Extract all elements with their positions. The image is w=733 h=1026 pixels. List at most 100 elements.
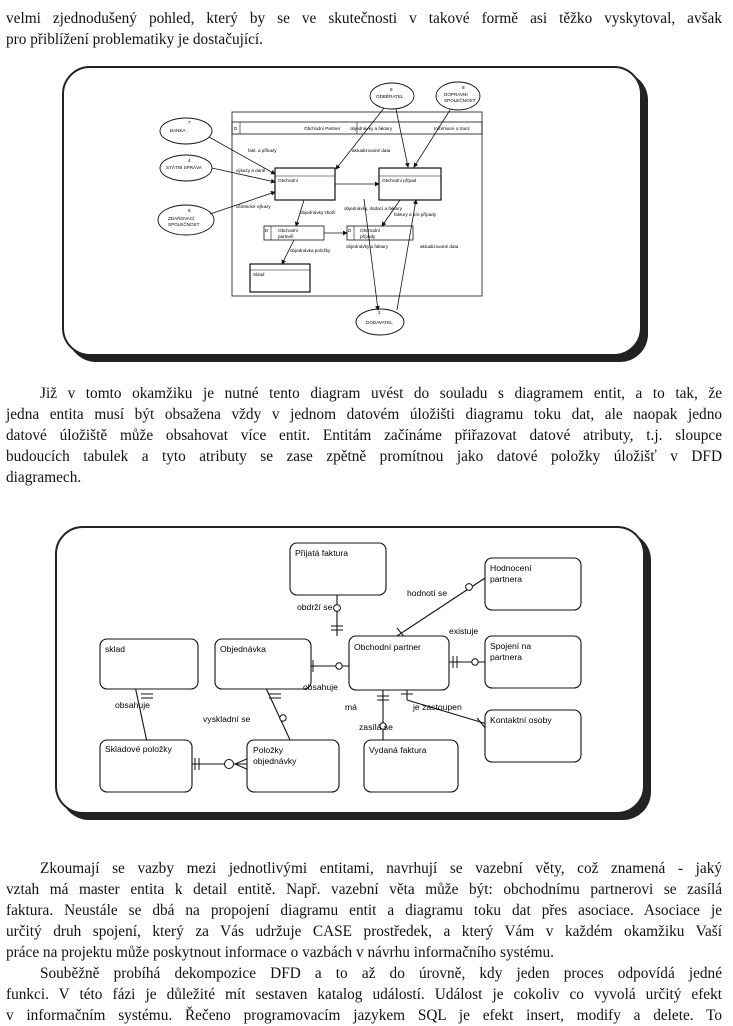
store-name: Obchodní Partner xyxy=(304,126,341,131)
svg-text:Kontaktní osoby: Kontaktní osoby xyxy=(490,715,552,725)
flow-label: fakt. a příkazy xyxy=(248,148,277,153)
entity: Přijatá faktura xyxy=(289,542,387,596)
entity: Položky objednávky xyxy=(246,739,340,793)
text-line: diagramech. xyxy=(6,469,82,486)
entity: sklad xyxy=(99,638,199,690)
svg-text:BANKA: BANKA xyxy=(170,128,187,133)
external-entity: 7 BANKA xyxy=(159,117,213,145)
svg-text:Skladové položky: Skladové položky xyxy=(105,744,173,754)
data-flows xyxy=(208,107,451,311)
entity: Objednávka xyxy=(214,638,312,690)
text-line: Zkoumají se vazby mezi jednotlivými enti… xyxy=(40,860,722,877)
svg-text:partnera: partnera xyxy=(490,574,522,584)
flow-label: aktualizované data xyxy=(352,148,391,153)
text-line: Souběžně probíhá dekompozice DFD a to až… xyxy=(40,965,722,982)
entity: Hodnocení partnera xyxy=(484,557,582,611)
svg-text:DOPRAVNÍ: DOPRAVNÍ xyxy=(444,91,468,97)
external-entity: 2 DODAVATEL xyxy=(355,308,405,336)
entity: Skladové položky xyxy=(99,739,193,793)
text-line: práce na projektu může poskytnout inform… xyxy=(6,944,554,961)
flow-label: faktury a pro případy xyxy=(394,212,437,217)
paragraph-entities: Již v tomto okamžiku je nutné tento diag… xyxy=(6,383,722,488)
paragraph-intro: velmi zjednodušený pohled, který by se v… xyxy=(6,8,722,50)
svg-text:partneři: partneři xyxy=(278,234,294,239)
entity: Kontaktní osoby xyxy=(484,709,582,763)
svg-text:9: 9 xyxy=(390,87,393,92)
erd-diagram: Přijatá faktura Hodnocení partnera sklad… xyxy=(99,542,582,793)
relation-label: obsahuje xyxy=(303,682,338,692)
relation-label: obdrží se xyxy=(297,602,333,612)
flow-label: objednávky zboží xyxy=(300,210,336,215)
data-store: D Obchodní případy xyxy=(346,225,414,241)
svg-text:DODAVATEL: DODAVATEL xyxy=(366,320,393,325)
text-line: v informačním systému. Řečeno programova… xyxy=(6,1007,722,1024)
svg-text:Objednávka: Objednávka xyxy=(220,644,266,654)
paragraph-decomposition: Souběžně probíhá dekompozice DFD a to až… xyxy=(6,963,722,1026)
text-line: Již v tomto okamžiku je nutné tento diag… xyxy=(40,385,722,402)
svg-text:SPOLEČNOST: SPOLEČNOST xyxy=(168,221,200,227)
svg-text:Obchodní případ: Obchodní případ xyxy=(382,178,417,183)
svg-text:Přijatá faktura: Přijatá faktura xyxy=(295,548,348,558)
svg-text:Vydaná faktura: Vydaná faktura xyxy=(369,745,427,755)
relation-label: existuje xyxy=(449,626,478,636)
flow-label: aktualizované data xyxy=(420,244,459,249)
svg-text:7: 7 xyxy=(188,120,191,125)
svg-text:Spojení na: Spojení na xyxy=(490,641,531,651)
entity: Spojení na partnera xyxy=(484,635,582,689)
text-line: velmi zjednodušený pohled, který by se v… xyxy=(6,10,722,27)
svg-text:SPOLEČNOST: SPOLEČNOST xyxy=(444,97,476,103)
text-line: jedna entita musí být obsažena vždy v je… xyxy=(6,406,722,423)
relation-label: obsahuje xyxy=(115,700,150,710)
erd-diagram-frame: Přijatá faktura Hodnocení partnera sklad… xyxy=(55,526,645,814)
paragraph-relations: Zkoumají se vazby mezi jednotlivými enti… xyxy=(6,858,722,963)
text-line: budoucích tabulek a tyto atributy se zas… xyxy=(6,448,722,465)
svg-text:případy: případy xyxy=(360,234,376,239)
relation-label: vyskladní se xyxy=(203,714,251,724)
flow-label: objednávka položky xyxy=(290,248,331,253)
svg-text:4: 4 xyxy=(188,158,191,163)
process-box: Sklad xyxy=(249,263,311,293)
flow-label: výkazy a daně xyxy=(236,168,266,173)
entity: Obchodní partner xyxy=(348,635,450,691)
svg-text:Hodnocení: Hodnocení xyxy=(490,563,532,573)
svg-text:6: 6 xyxy=(188,208,191,213)
svg-text:Obchodní: Obchodní xyxy=(278,228,299,233)
svg-text:Položky: Položky xyxy=(253,745,284,755)
store-name: Informace o tranz xyxy=(434,126,470,131)
svg-text:STÁTNÍ SPRÁVA: STÁTNÍ SPRÁVA xyxy=(166,164,203,170)
svg-text:D: D xyxy=(265,228,269,233)
flow-label: objednávky a faktury xyxy=(346,244,389,249)
text-line: vztah má master entita k detail entitě. … xyxy=(6,881,722,898)
svg-text:2: 2 xyxy=(378,310,381,315)
external-entity: 4 STÁTNÍ SPRÁVA xyxy=(159,154,213,182)
svg-text:Obchodní partner: Obchodní partner xyxy=(354,642,421,652)
data-store: D Obchodní partneři xyxy=(263,225,325,241)
process-box: Obchodní xyxy=(274,167,336,201)
external-entity: 9 ODBĚRATEL xyxy=(369,82,415,110)
relation-label: má xyxy=(345,702,357,712)
external-entity: 8 DOPRAVNÍ SPOLEČNOST xyxy=(435,81,481,111)
text-line: datové úložiště může obsahovat více enti… xyxy=(6,427,722,444)
text-line: funkci. V této fázi je důležité mít sest… xyxy=(6,986,722,1003)
svg-text:ZDAŇOVACÍ: ZDAŇOVACÍ xyxy=(168,215,195,221)
svg-text:D: D xyxy=(348,228,352,233)
svg-text:objednávky: objednávky xyxy=(253,756,297,766)
svg-text:partnera: partnera xyxy=(490,652,522,662)
process-box: Obchodní případ xyxy=(378,167,442,201)
external-entity: 6 ZDAŇOVACÍ SPOLEČNOST xyxy=(157,204,215,236)
text-line: určitý druh spojení, který za Vás udržuj… xyxy=(6,923,722,940)
flow-label: objednávky a faktury xyxy=(350,126,393,131)
flow-label: účetnické výkazy xyxy=(236,204,271,209)
dfd-diagram-frame: D Obchodní Partner Informace o tranz 9 O… xyxy=(62,66,642,356)
svg-text:Sklad: Sklad xyxy=(253,272,265,277)
entity: Vydaná faktura xyxy=(363,739,459,793)
text-line: pro přiblížení problematiky je dostačují… xyxy=(6,31,263,48)
relation-label: je zastoupen xyxy=(412,702,462,712)
svg-text:ODBĚRATEL: ODBĚRATEL xyxy=(376,92,404,99)
relation-label: zasílá se xyxy=(359,722,393,732)
svg-text:Obchodní: Obchodní xyxy=(360,228,381,233)
svg-text:8: 8 xyxy=(462,85,465,90)
store-code: D xyxy=(234,126,238,131)
svg-text:sklad: sklad xyxy=(105,644,125,654)
dfd-diagram: D Obchodní Partner Informace o tranz 9 O… xyxy=(157,81,483,336)
